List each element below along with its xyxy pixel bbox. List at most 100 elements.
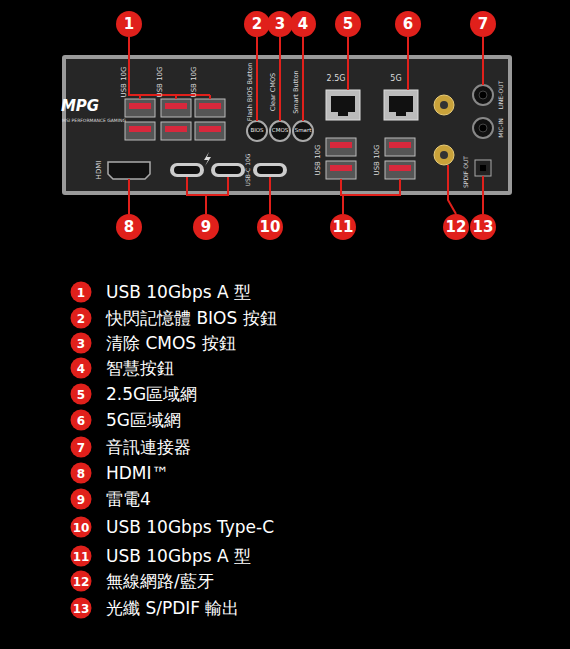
list-text: 無線網路/藍牙	[106, 573, 214, 590]
usb-port	[125, 99, 155, 117]
callout-text: 1	[77, 285, 85, 299]
button-label: Smart	[295, 128, 312, 134]
list-text: HDMI™	[106, 465, 169, 482]
antenna-core	[440, 151, 448, 159]
usb-a-ports	[125, 99, 225, 140]
port-label: MIC-IN	[498, 118, 504, 138]
antenna-core	[440, 101, 448, 109]
callout-number: 5	[335, 11, 361, 37]
usb-tongue	[389, 165, 411, 171]
port-label: USB 10G	[157, 67, 164, 98]
port-label: Flash BIOS Button	[247, 63, 254, 122]
callout-text: 8	[124, 218, 134, 236]
button-label: CMOS	[272, 128, 288, 134]
list-text: 5G區域網	[106, 412, 181, 429]
usb-tongue	[165, 103, 187, 109]
callout-text: 12	[73, 574, 90, 588]
port-opening	[174, 166, 200, 174]
callout-text: 5	[77, 387, 85, 401]
callout-text: 7	[77, 440, 85, 454]
logo-text: MSI PERFORMANCE GAMING	[62, 119, 126, 124]
callout-text: 6	[77, 413, 85, 427]
port-label: SPDIF OUT	[463, 156, 469, 188]
leader-line	[482, 176, 484, 214]
leader-line	[302, 37, 304, 121]
rj45-port	[326, 90, 360, 120]
port-label: LINE-OUT	[498, 81, 504, 110]
rj45-opening	[331, 96, 355, 116]
leader-line	[187, 177, 228, 214]
port-label: Smart Button	[293, 70, 300, 114]
callout-text: 4	[77, 361, 85, 375]
audio-hole	[479, 124, 487, 132]
callout-number: 8	[71, 463, 92, 484]
button	[247, 121, 267, 141]
usb-tongue	[330, 165, 352, 171]
callout-text: 9	[201, 218, 211, 236]
usb-port	[385, 138, 415, 156]
thunderbolt-symbol	[204, 152, 211, 166]
callout-text: 3	[77, 336, 85, 350]
callout-text: 13	[473, 218, 494, 236]
usb-port	[195, 122, 225, 140]
port-label: USB-C 10G	[245, 154, 251, 187]
audio-hole	[479, 91, 487, 99]
callout-text: 5	[343, 15, 353, 33]
usb-tongue	[389, 142, 411, 148]
callout-number: 6	[395, 11, 421, 37]
io-panel	[66, 59, 508, 191]
leader-line	[341, 179, 400, 214]
callout-number: 10	[71, 517, 92, 538]
port-label: 2.5G	[327, 75, 346, 83]
leader-line	[128, 179, 130, 214]
callout-text: 9	[77, 492, 85, 506]
callout-number: 9	[193, 214, 219, 240]
callout-number: 4	[71, 358, 92, 379]
list-text: 2.5G區域網	[106, 386, 197, 403]
list-text: USB 10Gbps A 型	[106, 548, 251, 565]
button-label: BIOS	[250, 128, 263, 134]
usb-tongue	[330, 142, 352, 148]
callout-number: 12	[71, 571, 92, 592]
callout-text: 13	[73, 601, 90, 615]
callout-text: 11	[333, 218, 354, 236]
list-text: USB 10Gbps A 型	[106, 284, 251, 301]
callout-number: 12	[443, 214, 469, 240]
button	[293, 121, 313, 141]
callout-text: 7	[478, 15, 488, 33]
leader-line	[407, 37, 409, 90]
port-opening	[215, 166, 241, 174]
list-text: 雷電4	[106, 491, 151, 508]
callout-text: 4	[298, 15, 308, 33]
callout-number: 4	[290, 11, 316, 37]
logo-text: MPG	[61, 99, 99, 114]
callout-number: 5	[71, 384, 92, 405]
callout-number: 9	[71, 489, 92, 510]
list-text: 快閃記憶體 BIOS 按鈕	[106, 310, 277, 327]
callout-number: 11	[71, 546, 92, 567]
callout-text: 12	[446, 218, 467, 236]
port-label: USB 10G	[191, 67, 198, 98]
list-text: 清除 CMOS 按鈕	[106, 335, 236, 352]
callout-text: 10	[73, 520, 90, 534]
list-text: 光纖 S/PDIF 輸出	[106, 600, 239, 617]
callout-text: 10	[260, 218, 281, 236]
callout-number: 13	[470, 214, 496, 240]
leader-line	[256, 37, 258, 121]
leader-lines	[129, 37, 483, 214]
usb-port	[161, 122, 191, 140]
list-text: USB 10Gbps Type-C	[106, 519, 274, 536]
usb-port	[326, 161, 356, 179]
port-opening	[257, 166, 283, 174]
leader-line	[347, 37, 349, 90]
callout-text: 11	[73, 549, 90, 563]
callout-number: 1	[116, 11, 142, 37]
callout-number: 1	[71, 282, 92, 303]
usb-port	[161, 99, 191, 117]
list-text: 智慧按鈕	[106, 360, 174, 377]
callout-number: 7	[71, 437, 92, 458]
callout-number: 8	[116, 214, 142, 240]
hdmi-port	[108, 162, 150, 179]
callout-text: 1	[124, 15, 134, 33]
leader-line	[279, 37, 281, 121]
